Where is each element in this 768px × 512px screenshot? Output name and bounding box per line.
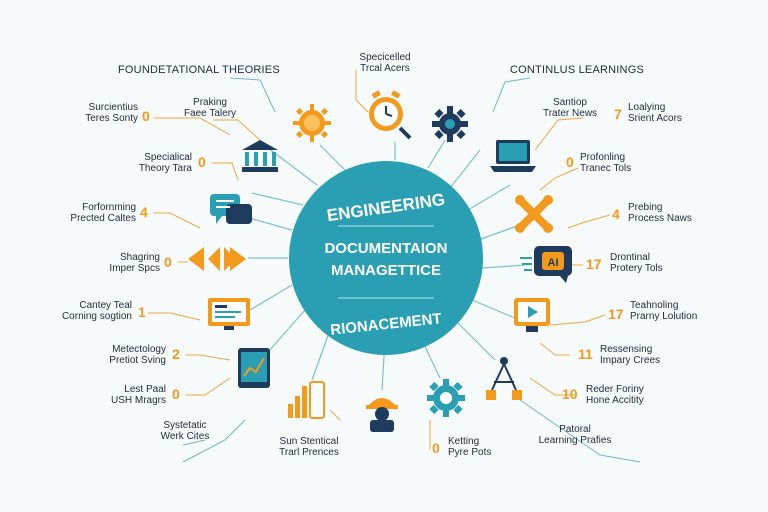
number-r5: 17 [586, 256, 602, 272]
label-l9: Systetatic Werk Cites [160, 420, 210, 442]
number-l1: 0 [142, 108, 150, 124]
number-l4: 4 [140, 204, 148, 220]
worker-hardhat-icon [366, 398, 398, 432]
header-continuous-learnings: CONTINLUS LEARNINGS [510, 64, 644, 76]
label-r4: Prebing Process Naws [628, 202, 692, 224]
label-l1: Surcientius Teres Sonty [85, 102, 138, 124]
label-r3: Profonling Tranec Tols [580, 152, 632, 174]
number-l7: 2 [172, 346, 180, 362]
number-l3: 0 [198, 154, 206, 170]
number-r8: 10 [562, 386, 578, 402]
label-r6: Teahnoling Prarny Lolution [630, 300, 698, 322]
label-l3: Specialical Theory Tara [138, 152, 192, 174]
network-tree-icon [486, 357, 522, 400]
center-title-middle-2: MANAGETTICE [331, 262, 441, 279]
arrows-diamond-icon [188, 247, 246, 271]
number-r7: 11 [578, 346, 593, 362]
svg-text:AI: AI [548, 257, 559, 269]
number-l6: 1 [138, 304, 146, 320]
cog-icon [432, 106, 468, 142]
gear-sun-icon [293, 104, 331, 142]
number-b2: 0 [432, 440, 440, 456]
laptop-icon [490, 140, 536, 172]
label-l2: Praking Faee Talery [183, 97, 237, 119]
tablet-chart-icon [238, 348, 270, 388]
ai-chat-bubble-icon: AI [520, 246, 572, 283]
bar-chart-icon [288, 381, 325, 419]
number-r2: 7 [614, 106, 622, 122]
label-r7: Ressensing Impary Crees [600, 344, 661, 366]
number-r6: 17 [608, 306, 624, 322]
label-b1: Sun Stentical Trarl Prences [279, 436, 339, 458]
center-hub-circle [289, 161, 483, 355]
bank-building-icon [242, 140, 278, 172]
header-foundational-theories: FOUNDETATIONAL THEORIES [118, 64, 280, 76]
label-b2: Ketting Pyre Pots [448, 436, 492, 458]
label-l7: Metectology Pretiot Sving [109, 344, 166, 366]
number-l8: 0 [172, 386, 180, 402]
number-r3: 0 [566, 154, 574, 170]
number-l5: 0 [164, 254, 172, 270]
chat-bubbles-icon [210, 194, 252, 224]
crossed-bones-wrench-icon [515, 195, 553, 233]
label-r2: Loalying Srient Acors [628, 102, 682, 124]
number-r4: 4 [612, 206, 620, 222]
label-r1: Santiop Trater News [542, 97, 598, 119]
monitor-play-icon [514, 298, 550, 332]
label-l5: Shagring Imper Spcs [109, 252, 160, 274]
label-r5: Drontinal Protery Tols [610, 252, 663, 274]
label-r8: Reder Foriny Hone Accitity [586, 384, 644, 406]
header-specialized-trial: Specicelled Trcal Acers [359, 52, 411, 74]
label-l8: Lest Paal USH Mragrs [110, 384, 166, 406]
label-l6: Cantey Teal Corning sogtion [61, 300, 132, 322]
gear-code-icon [427, 379, 465, 417]
label-r9: Patoral Learning Prafies [538, 424, 612, 446]
monitor-document-icon [208, 298, 250, 330]
label-l4: Forfornming Prected Caltes [70, 202, 136, 224]
alarm-clock-magnifier-icon [369, 90, 412, 140]
center-title-middle-1: DOCUMENTAION [324, 240, 448, 257]
